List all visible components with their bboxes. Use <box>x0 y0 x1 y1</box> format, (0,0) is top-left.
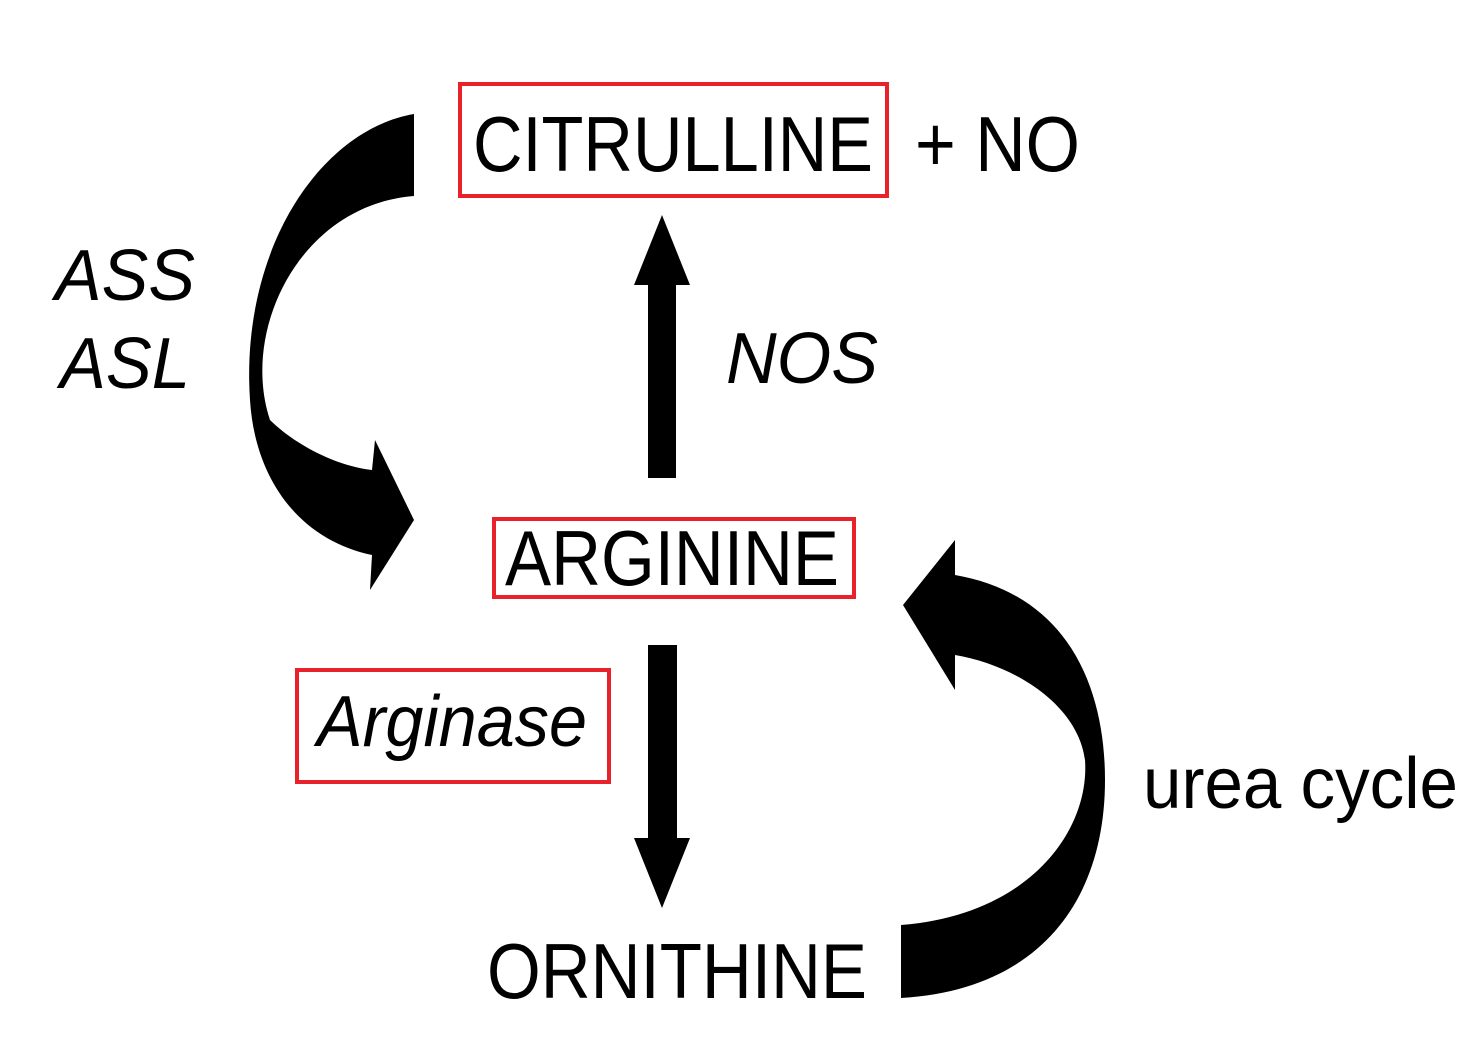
citrulline-highlight-box <box>458 82 889 198</box>
citrulline-node: CITRULLINE <box>458 82 889 198</box>
asl-enzyme-label: ASL <box>56 324 190 404</box>
ass-enzyme-label: ASS <box>51 236 195 316</box>
arginase-enzyme-label: Arginase <box>313 682 587 762</box>
arginine-highlight-box <box>492 517 856 599</box>
urea-cycle-label: urea cycle <box>1143 744 1458 824</box>
curved-arrow-icon <box>249 114 414 590</box>
arginine-node: ARGININE <box>492 514 856 602</box>
down-arrow-icon <box>634 645 690 908</box>
citrulline-label: CITRULLINE <box>473 100 873 188</box>
ornithine-label: ORNITHINE <box>487 927 867 1015</box>
nitric-oxide-label: + NO <box>915 100 1080 188</box>
arginase-highlight-box <box>295 668 611 784</box>
curved-arrow-icon <box>901 540 1105 998</box>
arginase-node: Arginase <box>295 668 611 784</box>
arginine-label: ARGININE <box>505 514 839 602</box>
up-arrow-icon <box>634 215 690 478</box>
nos-enzyme-label: NOS <box>726 319 878 399</box>
